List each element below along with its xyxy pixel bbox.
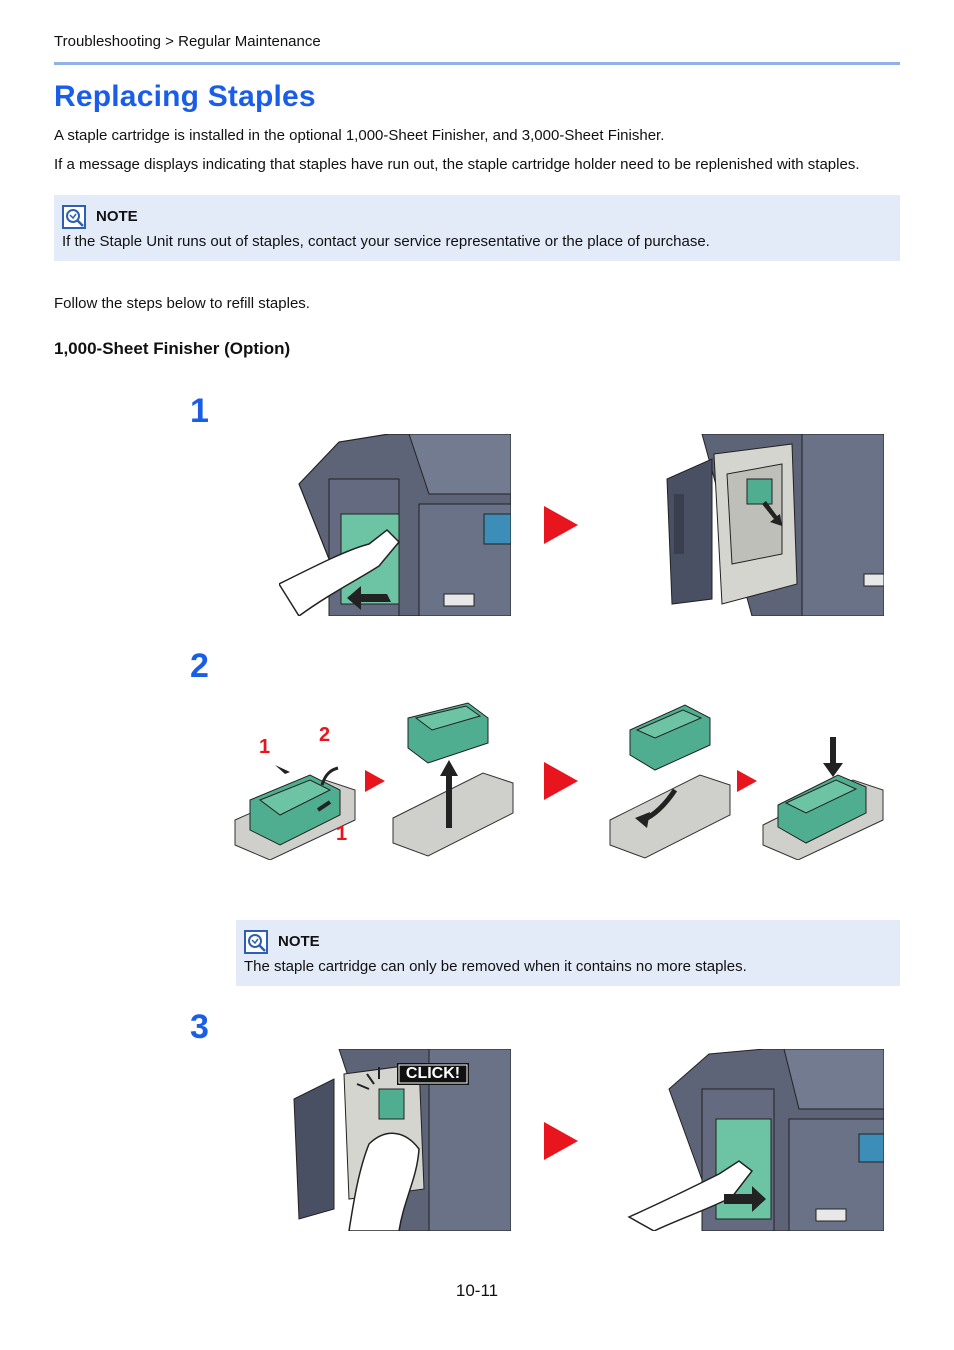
note-icon xyxy=(244,930,268,954)
step-number-3: 3 xyxy=(190,1008,209,1046)
step1-finisher-closed-illustration xyxy=(279,434,511,616)
note-title: NOTE xyxy=(96,208,138,225)
note-text: The staple cartridge can only be removed… xyxy=(244,958,747,975)
step2-cartridge-release-illustration xyxy=(234,765,356,860)
callout-2: 2 xyxy=(319,724,331,746)
breadcrumb: Troubleshooting > Regular Maintenance xyxy=(54,33,321,50)
step1-finisher-open-illustration xyxy=(652,434,884,616)
note-title: NOTE xyxy=(278,933,320,950)
section-title: 1,000-Sheet Finisher (Option) xyxy=(54,339,291,358)
step2-cartridge-remove-illustration xyxy=(392,702,514,857)
note-box: NOTE If the Staple Unit runs out of stap… xyxy=(54,195,900,261)
intro-paragraph-1: A staple cartridge is installed in the o… xyxy=(54,127,665,144)
step-number-2: 2 xyxy=(190,647,209,685)
step2-arrow-icon-3 xyxy=(737,770,757,792)
step2-cartridge-seated-illustration xyxy=(762,737,884,860)
click-label: CLICK! xyxy=(405,1065,461,1082)
step-number-1: 1 xyxy=(190,392,209,430)
header-divider xyxy=(54,62,900,65)
callout-1: 1 xyxy=(259,736,271,758)
callout-1b: 1 xyxy=(336,823,348,845)
step3-finisher-close-illustration xyxy=(624,1049,884,1231)
note-text: If the Staple Unit runs out of staples, … xyxy=(62,233,710,250)
note-box-2: NOTE The staple cartridge can only be re… xyxy=(236,920,900,986)
page-number: 10-11 xyxy=(455,1281,499,1300)
step3-install-cartridge-illustration xyxy=(279,1049,511,1231)
page-title: Replacing Staples xyxy=(54,80,316,113)
step2-arrow-icon-2 xyxy=(544,762,578,800)
step3-arrow-icon xyxy=(544,1122,578,1160)
note-icon xyxy=(62,205,86,229)
step2-cartridge-insert-illustration xyxy=(609,704,731,859)
step1-arrow-icon xyxy=(544,506,578,544)
step2-arrow-icon-1 xyxy=(365,770,385,792)
intro-paragraph-2: If a message displays indicating that st… xyxy=(54,156,860,173)
follow-text: Follow the steps below to refill staples… xyxy=(54,295,310,312)
